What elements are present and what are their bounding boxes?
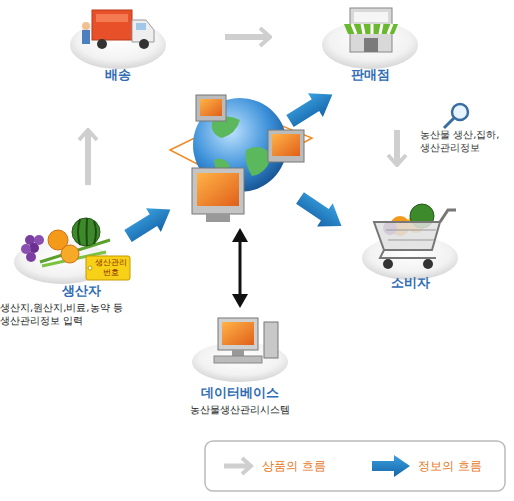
store-icon — [344, 24, 398, 34]
computer-icon — [222, 322, 254, 345]
info-flow-arrow — [121, 198, 178, 248]
node-title: 생산자 — [62, 283, 101, 299]
delivery-node: 배송 — [68, 5, 168, 83]
db-link-arrow — [232, 294, 248, 308]
cart-icon — [423, 259, 433, 269]
legend-box — [205, 441, 505, 491]
node-note: 생산지,원산지,비료,농약 등 생산관리정보 입력 — [0, 301, 162, 327]
truck-icon — [97, 39, 107, 49]
cart-icon — [440, 210, 456, 222]
node-title: 소비자 — [391, 275, 430, 291]
store-icon — [352, 24, 392, 34]
icon-platform — [322, 21, 418, 69]
goods-flow-arrow — [85, 130, 91, 185]
cart-icon — [374, 204, 456, 269]
producer-node: 생산자생산지,원산지,비료,농약 등 생산관리정보 입력 — [0, 205, 162, 327]
note-text: 농산물 생산,집하, 생산관리정보 — [420, 128, 512, 154]
cart-icon — [374, 222, 440, 250]
info-flow-arrow — [283, 83, 340, 133]
network-globe — [200, 99, 222, 116]
computer-icon — [214, 356, 262, 363]
store-node: 판매점 — [320, 5, 420, 83]
node-title: 판매점 — [351, 67, 390, 83]
network-globe — [197, 173, 239, 206]
legend-sample-goods — [242, 458, 251, 474]
goods-flow-arrow — [394, 130, 400, 165]
icon-platform — [14, 21, 458, 382]
legend-text: 정보의 흐름 — [418, 459, 482, 473]
computer-icon — [214, 318, 278, 363]
magnifier-icon — [452, 104, 468, 120]
db-link-arrow — [232, 228, 248, 308]
database-node: 데이터베이스농산물생산관리시스템 — [170, 310, 310, 416]
info-flow-arrow — [121, 83, 350, 248]
consumer-node: 소비자 — [355, 185, 465, 291]
truck-icon — [82, 30, 90, 44]
produce-icon — [72, 218, 100, 246]
truck-icon — [139, 39, 149, 49]
truck-icon — [92, 10, 132, 40]
id-tag — [88, 266, 92, 270]
computer-icon — [264, 322, 278, 358]
cart-icon — [380, 250, 436, 258]
legend-text: 상품의 흐름 — [262, 459, 326, 473]
network-globe — [268, 130, 304, 162]
computer-icon — [218, 318, 258, 350]
cart-icon — [386, 230, 436, 240]
db-link-arrow — [232, 228, 248, 242]
node-title: 배송 — [105, 67, 131, 83]
store-icon — [354, 12, 388, 22]
store-icon — [344, 8, 398, 52]
network-globe — [192, 168, 244, 214]
magnifier-icon — [444, 118, 454, 128]
network-globe — [272, 134, 300, 156]
network-globe — [206, 214, 230, 222]
cart-icon — [383, 259, 393, 269]
goods-flow-arrow — [225, 34, 270, 40]
info-flow-arrow — [292, 186, 349, 237]
id-tag — [86, 256, 130, 280]
store-icon — [364, 38, 378, 52]
db-link-arrow — [239, 238, 242, 298]
node-note: 농산물생산관리시스템 — [190, 403, 290, 416]
produce-icon — [61, 245, 79, 263]
truck-icon — [96, 14, 128, 22]
legend-sample-goods — [224, 458, 251, 474]
produce-icon — [78, 218, 96, 246]
id-tag — [86, 256, 130, 280]
magnifier-icon — [444, 104, 468, 128]
legend-box — [205, 441, 505, 491]
produce-icon — [26, 252, 36, 262]
truck-icon — [132, 20, 154, 42]
network-globe — [196, 95, 226, 121]
node-title: 데이터베이스 — [201, 385, 279, 401]
legend-sample-info — [372, 455, 410, 477]
truck-icon — [82, 22, 90, 30]
computer-icon — [232, 350, 244, 356]
legend-sample-info — [372, 455, 410, 477]
truck-icon — [136, 23, 146, 30]
tag-text: 생산관리 번호 — [92, 258, 130, 278]
truck-icon — [82, 10, 154, 49]
